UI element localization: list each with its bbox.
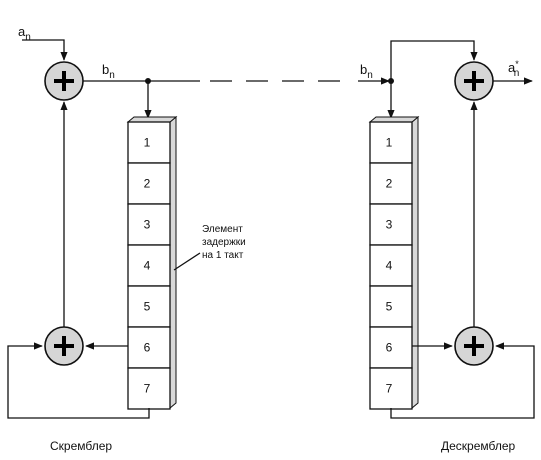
descrambler-cell-6: 6	[369, 326, 413, 369]
scrambler-cell-label: 5	[144, 300, 151, 314]
scrambler-cell-4: 4	[127, 244, 171, 287]
scrambler-cell-7: 7	[127, 367, 171, 410]
label-an-input: an	[18, 24, 31, 43]
descrambler-cell-label: 3	[386, 218, 393, 232]
descrambler-cell-label: 5	[386, 300, 393, 314]
descrambler-cell-label: 2	[386, 177, 393, 191]
label-bn-left: bn	[102, 62, 115, 81]
scrambler-cell-label: 3	[144, 218, 151, 232]
svg-text:задержки: задержки	[202, 237, 246, 248]
svg-text:на 1 такт: на 1 такт	[202, 250, 244, 261]
scrambler-cell-5: 5	[127, 285, 171, 328]
label-an-output: a*n	[508, 59, 519, 79]
scrambler-cell-3: 3	[127, 203, 171, 246]
descrambler-top-adder	[454, 61, 494, 101]
label-scrambler: Скремблер	[50, 439, 112, 453]
scrambler-cell-6: 6	[127, 326, 171, 369]
label-descrambler: Дескремблер	[441, 439, 516, 453]
scrambler-cell-2: 2	[127, 162, 171, 205]
scrambler-register: 1 2 3 4 5 6 7	[126, 115, 178, 410]
descrambler-register: 1 2 3 4 5 6 7	[368, 115, 420, 410]
scrambler-cell-1: 1	[127, 121, 171, 164]
descrambler-cell-label: 4	[386, 259, 393, 273]
scrambler-cell-label: 1	[144, 136, 151, 150]
scrambler-cell-label: 6	[144, 341, 151, 355]
descrambler-bypass	[390, 40, 478, 81]
descrambler-tap-7	[390, 342, 535, 419]
descrambler-cell-7: 7	[369, 367, 413, 410]
descrambler: 1 2 3 4 5 6 7	[358, 40, 535, 419]
descrambler-cell-label: 7	[386, 382, 393, 396]
descrambler-cell-2: 2	[369, 162, 413, 205]
scrambler-cell-label: 4	[144, 259, 151, 273]
descrambler-cell-label: 1	[386, 136, 393, 150]
descrambler-cell-label: 6	[386, 341, 393, 355]
delay-element-note: Элемент задержки на 1 такт	[173, 224, 246, 271]
scrambler-tap-7	[7, 342, 150, 419]
scrambler-cell-label: 2	[144, 177, 151, 191]
label-bn-right: bn	[360, 62, 373, 81]
scrambler: 1 2 3 4 5 6 7	[7, 39, 200, 419]
scrambler-cell-label: 7	[144, 382, 151, 396]
svg-text:Элемент: Элемент	[202, 224, 243, 235]
descrambler-bottom-adder	[454, 326, 494, 366]
input-line-an	[22, 39, 68, 61]
scrambler-bottom-adder	[44, 326, 84, 366]
descrambler-cell-3: 3	[369, 203, 413, 246]
descrambler-cell-5: 5	[369, 285, 413, 328]
scrambler-top-adder	[44, 61, 84, 101]
descrambler-cell-4: 4	[369, 244, 413, 287]
descrambler-cell-1: 1	[369, 121, 413, 164]
